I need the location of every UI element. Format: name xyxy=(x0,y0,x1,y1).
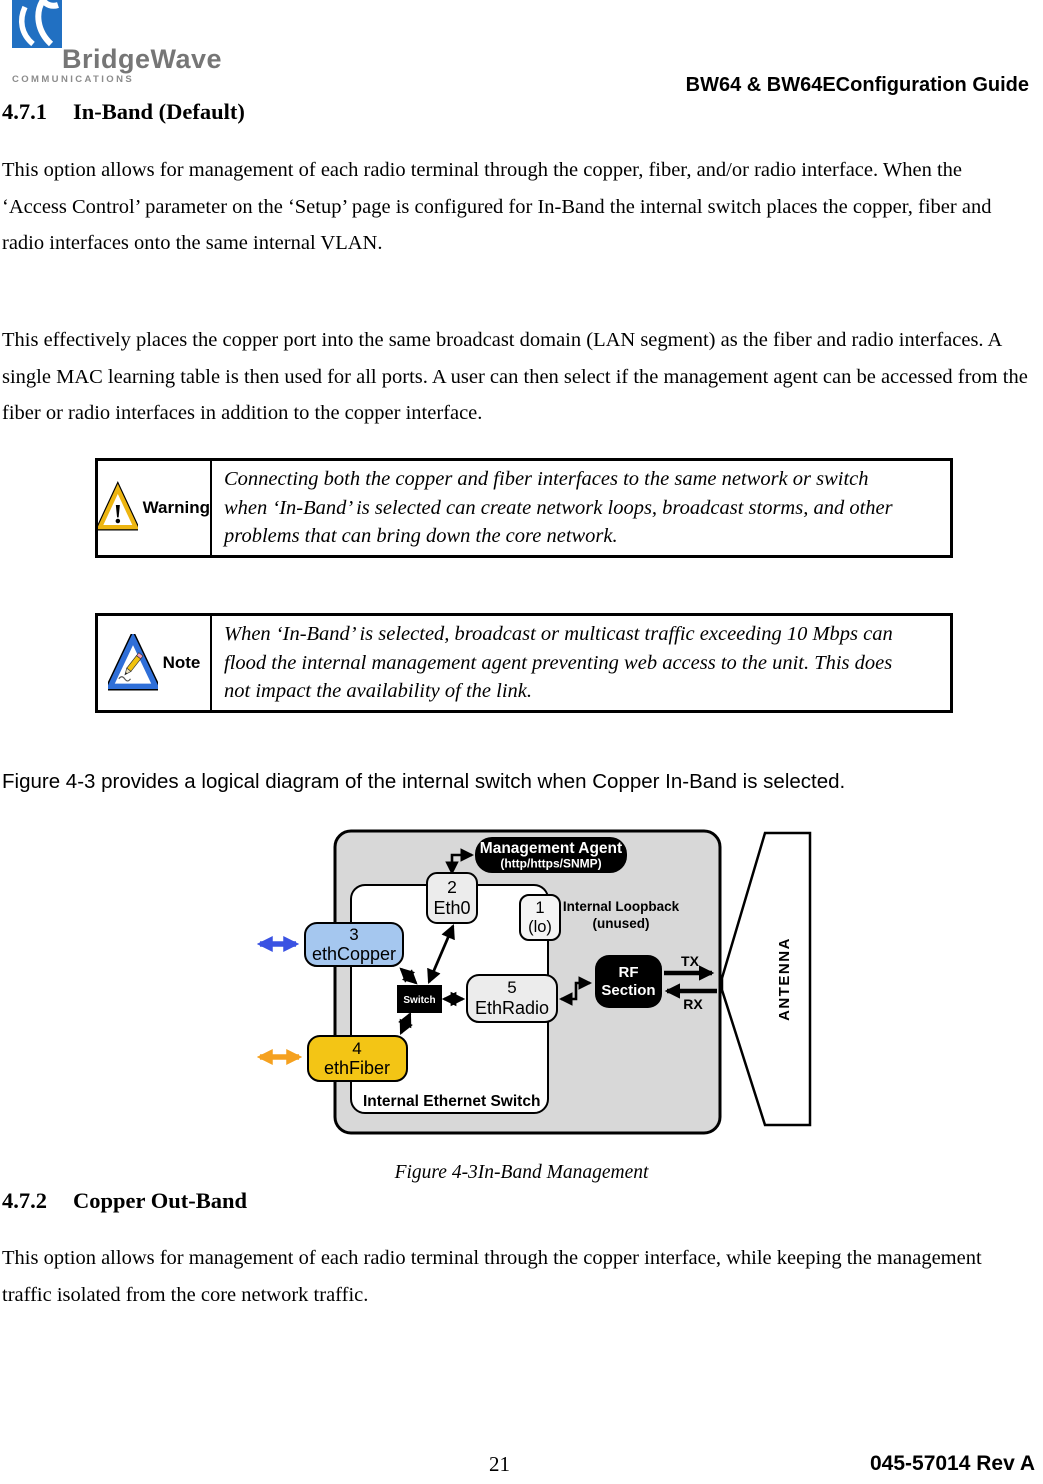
paragraph: This option allows for management of eac… xyxy=(2,159,992,254)
page-number: 21 xyxy=(489,1452,510,1476)
loopback-label: (lo) xyxy=(528,918,552,936)
ethradio-label: EthRadio xyxy=(475,998,549,1018)
loopback-box xyxy=(519,894,561,941)
loopback-title: Internal Loopback xyxy=(563,899,680,914)
ethcopper-box xyxy=(304,922,404,967)
ethfiber-label: ethFiber xyxy=(324,1058,390,1078)
switch-box xyxy=(397,985,442,1013)
rf-section-box xyxy=(595,955,662,1008)
logo-company-subtitle: COMMUNICATIONS xyxy=(12,74,135,85)
internal-switch-label: Internal Ethernet Switch xyxy=(363,1093,540,1110)
section-title: Copper Out-Band xyxy=(73,1188,248,1213)
note-triangle-icon xyxy=(107,633,158,691)
eth0-number: 2 xyxy=(447,877,457,897)
management-agent-title: Management Agent xyxy=(480,840,622,857)
ethcopper-label: ethCopper xyxy=(312,944,396,964)
loopback-sub: (unused) xyxy=(593,916,650,931)
rf-sub: Section xyxy=(601,982,655,999)
note-icon-cell: Note xyxy=(98,616,212,710)
document-number: 045-57014 Rev A xyxy=(869,1452,1035,1475)
antenna-label: ANTENNA xyxy=(776,937,793,1021)
rf-title: RF xyxy=(619,964,639,981)
warning-label: Warning xyxy=(142,497,210,517)
inband-management-diagram: ANTENNA Management Agent (http/https/SNM… xyxy=(256,829,812,1135)
section-number: 4.7.2 xyxy=(2,1188,47,1213)
logo-company-name: BridgeWave xyxy=(62,44,223,74)
bridgewave-logo-icon xyxy=(12,0,62,48)
bridgewave-logo: BridgeWave COMMUNICATIONS xyxy=(10,0,270,92)
management-agent-sub: (http/https/SNMP) xyxy=(500,857,601,871)
svg-text:!: ! xyxy=(113,498,122,529)
figure-caption: Figure 4-3In-Band Management xyxy=(394,1162,649,1183)
ethradio-number: 5 xyxy=(507,978,516,997)
ethfiber-number: 4 xyxy=(352,1039,361,1058)
figure-intro-text: Figure 4-3 provides a logical diagram of… xyxy=(2,770,846,793)
tx-label: TX xyxy=(681,953,700,969)
ethradio-box xyxy=(466,974,558,1023)
warning-icon-cell: ! Warning xyxy=(98,461,212,555)
loopback-number: 1 xyxy=(535,899,544,917)
warning-callout: ! Warning Connecting both the copper and… xyxy=(95,458,953,558)
pencil-glyph xyxy=(124,651,144,676)
management-agent-box xyxy=(475,837,627,873)
rx-label: RX xyxy=(683,996,703,1012)
paragraph: This option allows for management of eac… xyxy=(2,1247,982,1306)
document-title: BW64 & BW64EConfiguration Guide xyxy=(685,74,1029,96)
eth0-agent-arrow xyxy=(445,848,475,876)
switch-eth0-arrow xyxy=(427,923,455,985)
ethcopper-number: 3 xyxy=(349,925,358,944)
warning-text: Connecting both the copper and fiber int… xyxy=(224,468,893,547)
section-heading-472: 4.7.2 Copper Out-Band xyxy=(2,1188,247,1214)
warning-triangle-icon: ! xyxy=(98,480,138,531)
note-text: When ‘In-Band’ is selected, broadcast or… xyxy=(224,623,893,702)
paragraph: This effectively places the copper port … xyxy=(2,329,1028,424)
ethradio-rf-arrow xyxy=(558,976,593,1006)
switch-label: Switch xyxy=(403,995,435,1006)
section-title: In-Band (Default) xyxy=(73,99,245,124)
switch-ethcopper-arrow xyxy=(399,967,418,985)
antenna-shape xyxy=(720,831,812,1127)
section-number: 4.7.1 xyxy=(2,99,47,124)
note-label: Note xyxy=(162,652,201,672)
eth0-box xyxy=(426,872,478,924)
ethfiber-box xyxy=(307,1035,408,1082)
note-callout: Note When ‘In-Band’ is selected, broadca… xyxy=(95,613,953,713)
switch-ethfiber-arrow xyxy=(398,1012,413,1035)
eth0-label: Eth0 xyxy=(433,898,470,918)
section-heading-471: 4.7.1 In-Band (Default) xyxy=(2,99,245,125)
